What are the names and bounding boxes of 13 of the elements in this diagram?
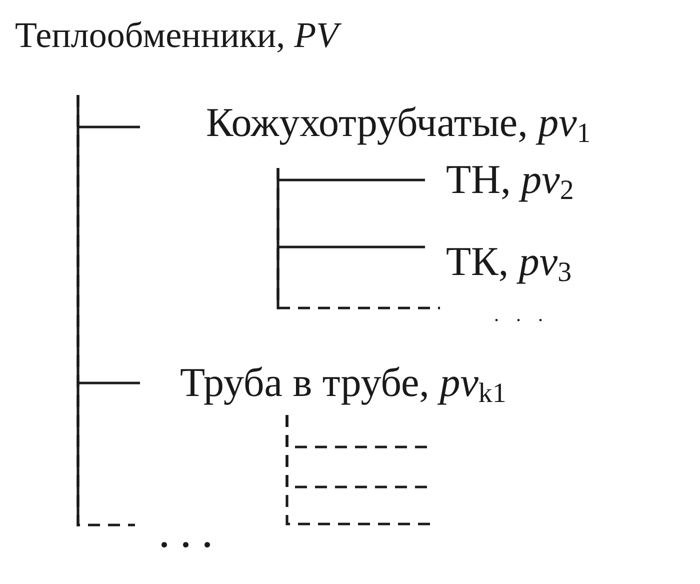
branch-line bbox=[78, 126, 140, 128]
branch-line bbox=[278, 246, 425, 248]
branch-line bbox=[278, 178, 425, 182]
branch-line bbox=[78, 382, 140, 384]
tree-node-label: ТК, pv$_{3}$ bbox=[446, 241, 572, 282]
tree-trunk-line bbox=[76, 95, 80, 526]
tree-node-label: Труба в трубе, pv$_{k1}$ bbox=[180, 362, 506, 403]
tree-trunk-line bbox=[276, 168, 280, 310]
connector-line bbox=[286, 415, 430, 526]
ellipsis-text: . . . bbox=[494, 305, 543, 325]
tree-node-label: Кожухотрубчатые, pv$_{1}$ bbox=[206, 102, 591, 143]
tree-node-label: ТН, pv$_{2}$ bbox=[446, 159, 574, 200]
ellipsis-text: ... bbox=[160, 520, 224, 554]
